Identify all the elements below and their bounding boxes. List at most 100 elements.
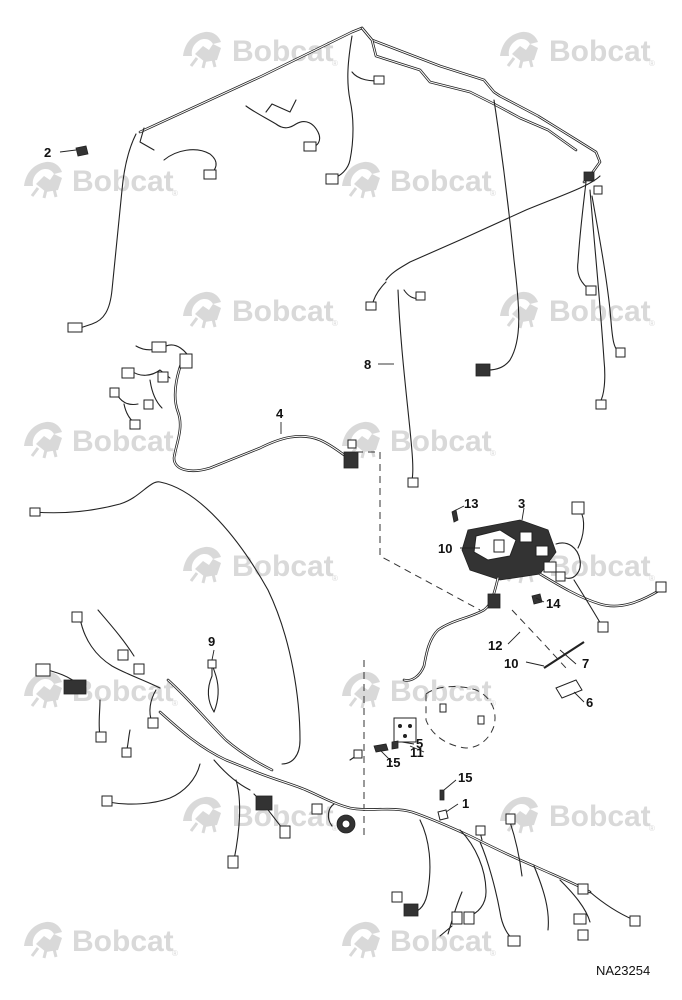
- connector: [629, 915, 641, 927]
- svg-text:®: ®: [332, 59, 338, 68]
- callout-12: 12: [488, 638, 502, 653]
- watermark: Bobcat ®: [340, 920, 496, 960]
- callout-4: 4: [276, 406, 284, 421]
- svg-text:®: ®: [490, 189, 496, 198]
- svg-text:®: ®: [490, 949, 496, 958]
- watermark-layer: Bobcat ® Bobcat ® Bobcat ® Bobcat ® Bobc…: [22, 30, 655, 960]
- connector: [129, 419, 141, 430]
- connector: [203, 169, 217, 180]
- connector: [101, 795, 113, 807]
- connector: [505, 813, 516, 825]
- svg-text:®: ®: [649, 59, 655, 68]
- connector: [179, 353, 193, 369]
- callout-15: 15: [386, 755, 400, 770]
- figure-id: NA23254: [596, 963, 650, 978]
- svg-text:®: ®: [172, 189, 178, 198]
- svg-text:Bobcat: Bobcat: [232, 35, 334, 68]
- connector: [325, 173, 339, 185]
- watermark: Bobcat ®: [498, 795, 655, 835]
- svg-text:Bobcat: Bobcat: [72, 675, 174, 708]
- connector: [519, 531, 533, 543]
- watermark: Bobcat ®: [340, 160, 496, 200]
- connector: [493, 539, 505, 553]
- connector: [597, 621, 609, 633]
- connector: [227, 855, 239, 869]
- bolt-part-11: [373, 740, 399, 753]
- svg-text:Bobcat: Bobcat: [549, 800, 651, 833]
- connector: [535, 545, 549, 557]
- connector: [347, 439, 357, 449]
- connector: [151, 341, 167, 353]
- svg-text:Bobcat: Bobcat: [549, 35, 651, 68]
- connector: [353, 749, 363, 759]
- svg-text:Bobcat: Bobcat: [232, 295, 334, 328]
- connector: [391, 891, 403, 903]
- watermark: Bobcat ®: [181, 545, 338, 585]
- watermark: Bobcat ®: [340, 670, 496, 710]
- connector: [63, 679, 87, 695]
- connector: [147, 717, 159, 729]
- svg-text:Bobcat: Bobcat: [72, 425, 174, 458]
- connector: [507, 935, 521, 947]
- connector: [571, 501, 585, 515]
- connector: [303, 141, 317, 152]
- screw-part-15: [439, 789, 445, 801]
- connector: [117, 649, 129, 661]
- callout-1: 1: [462, 796, 469, 811]
- watermark: Bobcat ®: [22, 420, 178, 460]
- connector: [577, 883, 589, 895]
- watermark: Bobcat ®: [22, 160, 178, 200]
- connector: [67, 322, 83, 333]
- chassis-harness: [29, 481, 641, 947]
- connector: [415, 291, 426, 301]
- callout-9: 9: [208, 634, 215, 649]
- svg-text:®: ®: [332, 824, 338, 833]
- connector: [577, 929, 589, 941]
- clip-part-2: [75, 145, 89, 157]
- svg-text:Bobcat: Bobcat: [390, 925, 492, 958]
- callout-7: 7: [582, 656, 589, 671]
- callout-5: 5: [416, 736, 423, 751]
- watermark: Bobcat ®: [498, 290, 655, 330]
- svg-text:Bobcat: Bobcat: [72, 925, 174, 958]
- callout-11: 11: [410, 745, 424, 760]
- connector: [573, 913, 587, 925]
- callout-15-right: 15: [458, 770, 472, 785]
- connector: [121, 367, 135, 379]
- watermark: Bobcat ®: [181, 30, 338, 70]
- connector: [585, 285, 597, 296]
- svg-text:Bobcat: Bobcat: [232, 550, 334, 583]
- cab-roof-harness: [67, 26, 626, 488]
- callout-6: 6: [586, 695, 593, 710]
- connector: [451, 911, 463, 925]
- svg-text:®: ®: [172, 699, 178, 708]
- connector: [143, 399, 154, 410]
- connector: [583, 171, 595, 182]
- svg-text:®: ®: [649, 574, 655, 583]
- connector: [71, 611, 83, 623]
- connector: [255, 795, 273, 811]
- harness-4: [109, 341, 359, 472]
- connector: [35, 663, 51, 677]
- callout-2: 2: [44, 145, 51, 160]
- connector: [109, 387, 120, 398]
- callout-13: 13: [464, 496, 478, 511]
- connector: [655, 581, 667, 593]
- connector: [157, 371, 169, 383]
- connector: [475, 363, 491, 377]
- svg-text:Bobcat: Bobcat: [390, 165, 492, 198]
- connector: [279, 825, 291, 839]
- connector: [365, 301, 377, 311]
- callout-14: 14: [546, 596, 561, 611]
- connector: [343, 451, 359, 469]
- connector: [407, 477, 419, 488]
- callout-leaders: [59, 149, 585, 813]
- callout-8: 8: [364, 357, 371, 372]
- connector: [593, 185, 603, 195]
- svg-text:®: ®: [332, 319, 338, 328]
- connector: [555, 571, 566, 582]
- callout-10-lower: 10: [504, 656, 518, 671]
- harness-assembly-3: [402, 501, 667, 682]
- watermark: Bobcat ®: [498, 30, 655, 70]
